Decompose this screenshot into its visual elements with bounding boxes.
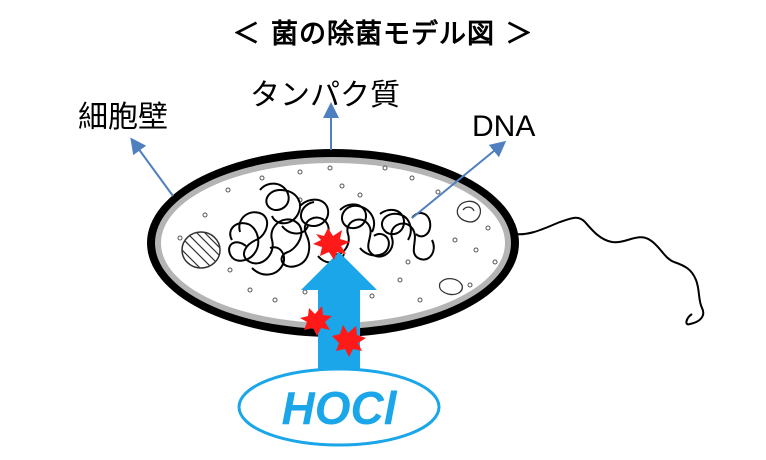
cell-wall-pointer xyxy=(135,144,173,196)
flagellum xyxy=(514,218,703,325)
hocl-label: HOCl xyxy=(282,382,398,434)
